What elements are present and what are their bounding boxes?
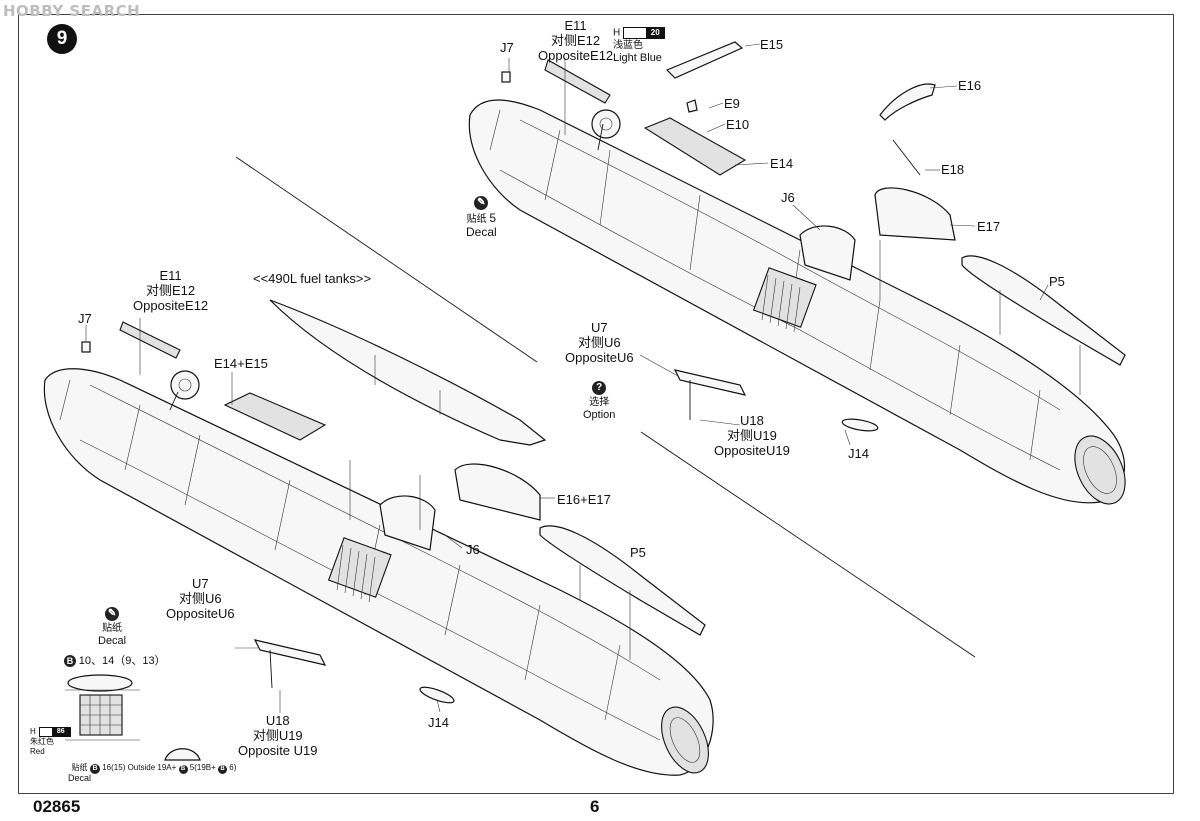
bottom-u7-part: U7 (192, 576, 209, 591)
page-frame (18, 14, 1174, 794)
bottom-u18-opposite-cn: 对侧U19 (252, 728, 303, 743)
bottom-e11-opposite-en: OppositeE12 (133, 298, 209, 313)
top-paint-code: H 20 (613, 27, 666, 40)
bottom-j14-label: J14 (428, 715, 449, 730)
top-e15-label: E15 (760, 37, 784, 52)
bottom-j6-label: J6 (466, 542, 480, 557)
top-e10-label: E10 (726, 117, 750, 132)
bottom-e16-e17-label: E16+E17 (557, 492, 611, 507)
bottom-fuselage (43, 368, 714, 776)
top-u18-opposite-en: OppositeU19 (714, 443, 790, 458)
decal-box-bottom-numbers: B 16(15) Outside 19A+ B 5(19B+ B 6) (90, 763, 236, 774)
separator-line-upper (235, 156, 538, 363)
top-u7-opposite-en: OppositeU6 (565, 350, 634, 365)
top-decal-callout: ✎ 贴纸 5 Decal (466, 196, 497, 238)
top-p5-label: P5 (1049, 274, 1065, 289)
top-leader-lines (508, 43, 1081, 446)
paint-red-prefix: H (30, 727, 36, 737)
paint-name-en: Light Blue (613, 51, 662, 64)
decal-diagrams (65, 674, 201, 761)
watermark: HOBBY SEARCH (3, 2, 141, 20)
bottom-paint-code: H 86 (30, 727, 71, 737)
top-e14-label: E14 (770, 156, 794, 171)
bottom-e11-label: E11 对侧E12 OppositeE12 (133, 268, 208, 313)
decal-cn: 贴纸 (466, 214, 487, 225)
bottom-parts (81, 299, 706, 704)
top-j14-label: J14 (848, 446, 869, 461)
top-e9-label: E9 (724, 96, 740, 111)
top-e18-label: E18 (941, 162, 965, 177)
top-u7-part: U7 (591, 320, 608, 335)
paint-prefix: H (613, 27, 621, 39)
top-parts (501, 41, 1126, 432)
bottom-e11-opposite-cn: 对侧E12 (146, 283, 196, 298)
bottom-leader-lines (85, 318, 631, 713)
decal-sheet-letter-icon-2: B (90, 764, 100, 774)
option-cn: 选择 (589, 397, 610, 408)
top-u7-opposite-cn: 对侧U6 (578, 335, 621, 350)
paint-red-swatch: 86 (38, 727, 71, 737)
top-e11-opposite-cn: 对侧E12 (551, 33, 601, 48)
paint-red-code: 86 (51, 728, 70, 736)
decal-numbers-top: 10、14（9、13） (78, 655, 166, 667)
bottom-e11-part: E11 (159, 268, 182, 283)
bottom-e14-e15-label: E14+E15 (214, 356, 268, 371)
decal-box-en2: Decal (68, 773, 92, 783)
separator-line-lower (640, 431, 976, 658)
paint-code-number: 20 (646, 28, 665, 38)
bottom-j7-label: J7 (78, 311, 92, 326)
bottom-u18-opposite-en: Opposite U19 (238, 743, 318, 758)
decal-box-footer-label: 贴纸 Decal (68, 763, 91, 783)
bottom-u7-opposite-en: OppositeU6 (166, 606, 235, 621)
top-paint-callout: H 20 浅蓝色 Light Blue (613, 27, 666, 64)
option-en: Option (583, 409, 616, 421)
option-icon: ? (592, 381, 607, 395)
decal-sheet-letter-icon-4: B (218, 765, 228, 774)
bottom-u18-label: U18 对侧U19 Opposite U19 (238, 713, 318, 758)
top-e11-opposite-en: OppositeE12 (538, 48, 614, 63)
decal-sheet-letter-icon: B (64, 655, 76, 667)
top-j7-label: J7 (500, 40, 514, 55)
decal-sheet-letter-icon-3: B (178, 765, 188, 774)
top-decal-line: 贴纸 5 (466, 212, 497, 226)
bottom-u18-part: U18 (265, 713, 290, 728)
decal-number: 5 (489, 211, 497, 225)
decal-box-en: Decal (98, 635, 127, 647)
paint-red-en: Red (30, 747, 45, 757)
decal-numbers-bottom-2: 5(19B+ (189, 763, 216, 772)
top-u18-part: U18 (740, 413, 764, 428)
decal-box-header: ✎ 贴纸 Decal (98, 607, 126, 647)
bottom-paint-callout: H 86 朱红色 Red (30, 727, 71, 757)
decal-box-cn: 贴纸 (102, 623, 123, 634)
paint-name-cn: 浅蓝色 (613, 39, 643, 51)
top-e17-label: E17 (977, 219, 1001, 234)
top-e11-label: E11 对侧E12 OppositeE12 (538, 18, 613, 63)
decal-box-icon: ✎ (105, 607, 120, 621)
top-u18-label: U18 对侧U19 OppositeU19 (714, 413, 790, 458)
decal-en: Decal (466, 225, 497, 239)
top-u18-opposite-cn: 对侧U19 (727, 428, 777, 443)
top-e11-part: E11 (564, 18, 587, 33)
bottom-u7-label: U7 对侧U6 OppositeU6 (166, 576, 235, 621)
decal-box-top-numbers: B 10、14（9、13） (64, 655, 166, 668)
decal-numbers-bottom: 16(15) Outside 19A+ (102, 763, 177, 772)
top-e16-label: E16 (958, 78, 982, 93)
top-u7-label: U7 对侧U6 OppositeU6 (565, 320, 634, 365)
paint-red-cn: 朱红色 (30, 737, 54, 747)
product-code: 02865 (33, 797, 81, 816)
bottom-u7-opposite-cn: 对侧U6 (179, 591, 222, 606)
bottom-p5-label: P5 (630, 545, 646, 560)
decal-icon: ✎ (474, 196, 489, 210)
paint-swatch: 20 (623, 27, 666, 39)
option-callout: ? 选择 Option (583, 381, 615, 421)
step-number-badge: 9 (47, 24, 77, 54)
decal-box-cn2: 贴纸 (71, 763, 88, 772)
decal-numbers-bottom-3: 6) (229, 763, 237, 772)
top-fuselage (468, 99, 1126, 505)
fuel-tanks-label: <<490L fuel tanks>> (253, 271, 372, 286)
page-number: 6 (590, 797, 600, 816)
top-j6-label: J6 (781, 190, 795, 205)
